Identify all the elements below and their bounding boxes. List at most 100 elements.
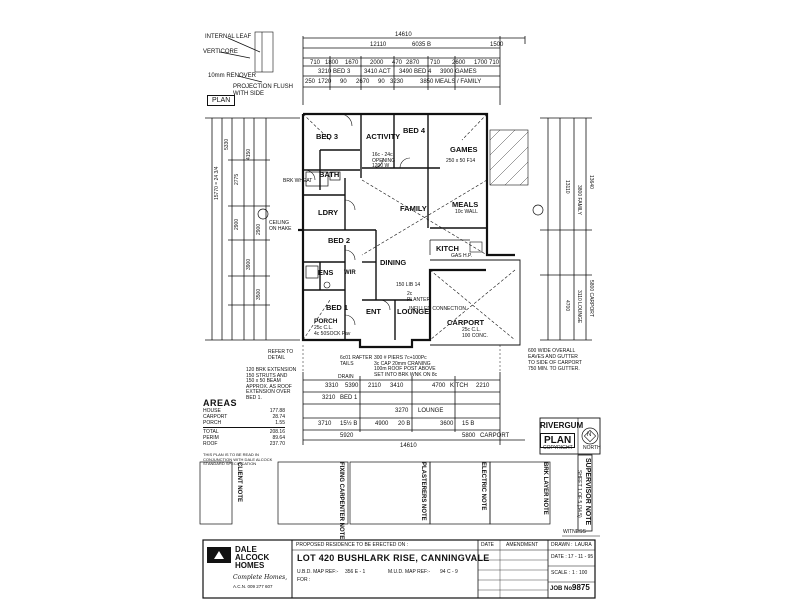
dim-right-outer: 13640 [588, 175, 594, 189]
north-arrow-icon: N [587, 432, 592, 438]
dim-row5-3: 2670 [356, 79, 370, 85]
plan-name: RIVERGUM [540, 421, 584, 430]
dim-inner-b: 6035 B [412, 42, 432, 48]
dim-left-a: 5330 [224, 138, 230, 150]
verticore-note: VERTICORE [203, 49, 238, 55]
note-eaves: 600 WIDE OVERALL EAVES AND GUTTER TO SID… [528, 348, 582, 372]
dim-bot-row3-left: 3710 [318, 421, 332, 427]
room-family: FAMILY [400, 204, 427, 213]
lot-address: LOT 420 BUSHLARK RISE, CANNINGVALE [297, 553, 490, 563]
dim-row3-7: 2600 [452, 60, 466, 66]
dim-row4-act: 3410 ACT [364, 69, 391, 75]
dim-row4-bed4: 3490 BED 4 [399, 69, 432, 75]
muid-label: M.U.D. MAP REF:- [388, 569, 431, 575]
note-refer-detail: REFER TO DETAIL [268, 349, 294, 361]
dim-row3-8: 1700 [474, 60, 488, 66]
job-number-value: 9875 [572, 583, 590, 592]
dim-bot-row1-5: KITCH [450, 383, 468, 389]
dim-row5-0: 250 [305, 79, 316, 85]
room-carport: CARPORT [447, 318, 485, 327]
job-number-label: JOB No.: [550, 586, 576, 592]
note-kitchen: GAS H.P. [451, 253, 473, 259]
note-brick-ext: 120 BRK EXTENSION 150 STRUTS AND 150 x 5… [246, 367, 297, 401]
dim-left-d: 3900 [246, 258, 252, 270]
rivergum-plan-box: RIVERGUM PLAN [540, 421, 583, 448]
amendment-column-header: AMENDMENT [506, 542, 539, 548]
dim-left-outer: 15770 = 24 3/4 [214, 166, 220, 200]
north-label: NORTH [583, 445, 601, 451]
room-ensuite: ENS [318, 268, 334, 277]
dim-left-e: 3500 [256, 288, 262, 300]
dim-bot-row4-right-label: CARPORT [480, 433, 510, 439]
dim-bot-row4-left: 5920 [340, 433, 354, 439]
dim-bot-row2-2: 3270 [395, 408, 409, 414]
room-activity: ACTIVITY [366, 132, 401, 141]
dim-row3-5: 2870 [406, 60, 420, 66]
note-activity: 16c - 24c OPENING 1200 W [372, 152, 396, 169]
dim-bot-row4-right: 5800 [462, 433, 476, 439]
date-column-header: DATE [481, 542, 494, 548]
dim-bot-row3-right-b: 15 B [462, 421, 475, 427]
dim-bot-row3-left-b: 15½ B [340, 421, 358, 427]
dim-bot-row1-4: 4700 [432, 383, 446, 389]
dim-bot-row1-6: 2210 [476, 383, 490, 389]
plan-tag: PLAN [540, 433, 576, 448]
dim-bot-row1-1: 5390 [345, 383, 359, 389]
fixing-carpenter-note-header: FIXING CARPENTER NOTE [338, 462, 344, 540]
dim-left-b: 2775 [234, 173, 240, 185]
muid-value: 94 C - 9 [440, 569, 458, 575]
dim-row5-4: 90 [378, 79, 385, 85]
company-tagline: Complete Homes, [233, 574, 288, 581]
sheet-label: SHEET 1 OF 5 (34.5) [576, 470, 582, 518]
dim-row5-5: 3230 [390, 79, 404, 85]
room-lounge: LOUNGE [397, 307, 430, 316]
flag-logo-icon [207, 547, 231, 563]
dim-right-top: 1500 [490, 42, 504, 48]
proposed-residence-label: PROPOSED RESIDENCE TO BE ERECTED ON : [296, 542, 409, 548]
drawn-value: LAURA [575, 542, 592, 548]
note-porch: 25c C.L. 4c 50SOCK Pav [314, 325, 351, 337]
room-bed-4: BED 4 [403, 126, 426, 135]
note-brk-wheat: BRK WHEAT [283, 178, 313, 184]
dim-row3-2: 1670 [345, 60, 359, 66]
dim-bot-row3-right: 3600 [440, 421, 454, 427]
room-kitchen: KITCH [436, 244, 459, 253]
dim-bot-total: 14610 [400, 443, 417, 449]
dim-bot-row3-mid: 4900 [375, 421, 389, 427]
scale-value: 1 : 100 [572, 570, 588, 576]
dim-left-f: 4150 [246, 148, 252, 160]
note-ceiling: CEILING ON HAKE [269, 220, 292, 232]
dim-row4-bed3: 3210 BED 3 [318, 69, 351, 75]
areas-separator [203, 427, 285, 428]
dim-bot-row2-3: LOUNGE [418, 408, 444, 414]
note-rafter-tails: 6c01 RAFTER TAILS [340, 355, 373, 367]
dim-row3-4: 470 [392, 60, 403, 66]
room-entry: ENT [366, 307, 381, 316]
note-meals: 10c WALL [455, 209, 478, 215]
room-wir: WIR [344, 270, 356, 276]
room-games: GAMES [450, 145, 478, 154]
dim-row3-9: 710 [489, 60, 500, 66]
room-dining: DINING [380, 258, 407, 267]
room-porch: PORCH [314, 318, 338, 325]
dim-row3-6: 710 [430, 60, 441, 66]
for-label: FOR : [297, 577, 311, 583]
dim-right-family: 3800 FAMILY [576, 185, 582, 215]
renover-note: 10mm RENOVER [208, 73, 257, 79]
room-meals: MEALS [452, 200, 479, 209]
plan-label: PLAN [207, 95, 236, 106]
dim-right-a: 4700 [564, 300, 570, 312]
date-value: 17 - 11 - 95 [568, 554, 594, 560]
dim-row3-1: 1800 [325, 60, 339, 66]
supervisor-note-header: SUPERVISOR NOTE [584, 458, 591, 526]
areas-title: AREAS [203, 398, 238, 408]
room-bed-3: BED 3 [316, 132, 339, 141]
witness-label: WITNESS [563, 529, 586, 535]
